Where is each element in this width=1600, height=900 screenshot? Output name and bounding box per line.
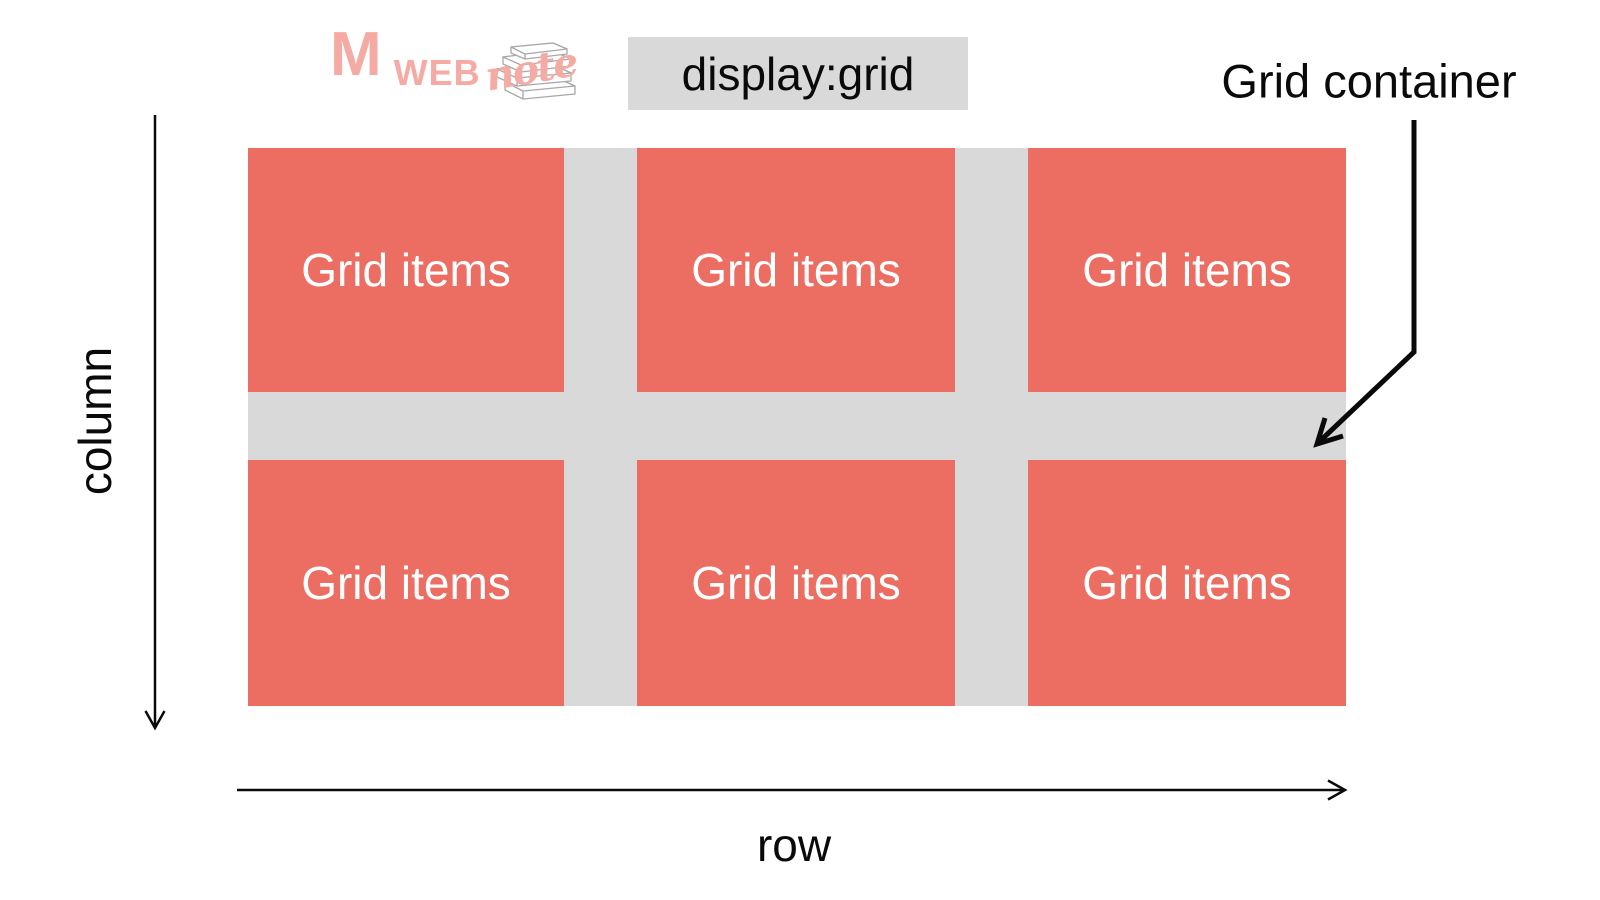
- row-axis-label: row: [756, 819, 832, 871]
- grid-item-label: Grid items: [301, 244, 511, 296]
- grid-item: Grid items: [637, 460, 955, 706]
- grid-item: Grid items: [248, 460, 564, 706]
- display-grid-label: display:grid: [681, 47, 915, 100]
- row-axis-arrow: [237, 779, 1348, 801]
- grid-container: Grid items Grid items Grid items Grid it…: [248, 148, 1346, 706]
- logo-word: WEB: [393, 52, 481, 93]
- column-axis-arrow: [144, 115, 166, 731]
- grid-item: Grid items: [637, 148, 955, 392]
- grid-item-label: Grid items: [301, 557, 511, 609]
- display-grid-label-box: display:grid: [628, 37, 968, 110]
- grid-item-label: Grid items: [691, 244, 901, 296]
- grid-container-label: Grid container: [1221, 54, 1517, 108]
- logo-initial: M: [330, 20, 382, 89]
- grid-item: Grid items: [1028, 148, 1346, 392]
- grid-item-label: Grid items: [691, 557, 901, 609]
- grid-item-label: Grid items: [1082, 557, 1292, 609]
- webnote-logo: M WEB note: [330, 24, 580, 110]
- column-axis-label: column: [69, 346, 121, 496]
- grid-item: Grid items: [1028, 460, 1346, 706]
- grid-item-label: Grid items: [1082, 244, 1292, 296]
- books-icon: note: [481, 38, 579, 104]
- grid-item: Grid items: [248, 148, 564, 392]
